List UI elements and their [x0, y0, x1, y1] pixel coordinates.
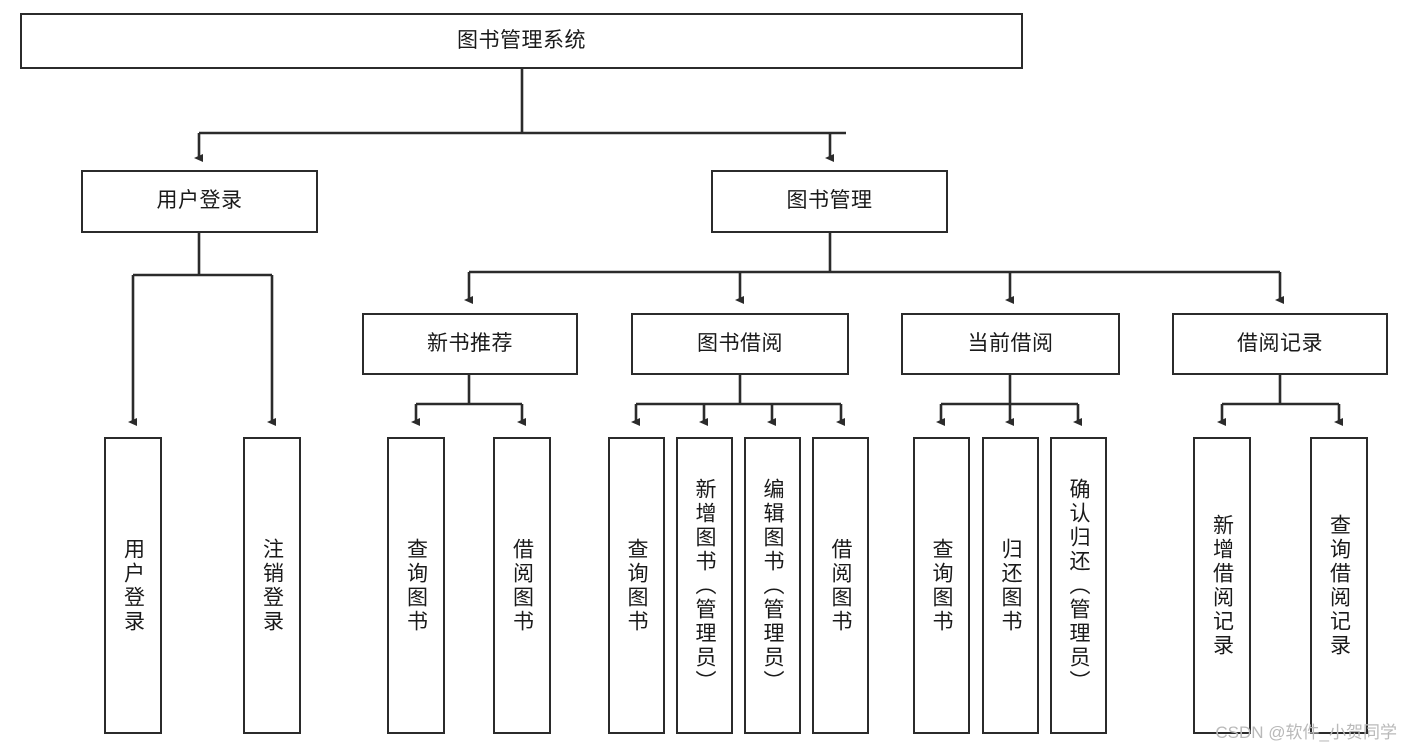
node-root-book-management-system[interactable]: 图书管理系统 [20, 13, 1023, 69]
node-label: 借阅图书 [829, 537, 852, 634]
node-book-management[interactable]: 图书管理 [711, 170, 948, 233]
leaf-edit-book-admin[interactable]: 编辑图书（管理员） [744, 437, 801, 734]
node-borrow-record[interactable]: 借阅记录 [1172, 313, 1388, 375]
leaf-add-book-admin[interactable]: 新增图书（管理员） [676, 437, 733, 734]
leaf-confirm-return-admin[interactable]: 确认归还（管理员） [1050, 437, 1107, 734]
leaf-query-book-borrow[interactable]: 查询图书 [608, 437, 665, 734]
leaf-borrow-book[interactable]: 借阅图书 [812, 437, 869, 734]
leaf-borrow-book-recommend[interactable]: 借阅图书 [493, 437, 551, 734]
node-label: 图书管理系统 [457, 28, 586, 52]
leaf-logout[interactable]: 注销登录 [243, 437, 301, 734]
leaf-query-book-current[interactable]: 查询图书 [913, 437, 970, 734]
node-label: 图书借阅 [697, 331, 783, 355]
leaf-query-borrow-record[interactable]: 查询借阅记录 [1310, 437, 1368, 734]
node-label: 查询图书 [404, 537, 428, 634]
node-label: 借阅记录 [1237, 331, 1323, 355]
node-label: 新书推荐 [427, 331, 513, 355]
node-user-login[interactable]: 用户登录 [81, 170, 318, 233]
node-label: 查询借阅记录 [1327, 513, 1351, 658]
leaf-return-book[interactable]: 归还图书 [982, 437, 1039, 734]
node-current-borrow[interactable]: 当前借阅 [901, 313, 1120, 375]
node-label: 查询图书 [930, 537, 953, 634]
node-label: 新增借阅记录 [1210, 513, 1234, 658]
node-label: 借阅图书 [510, 537, 534, 634]
node-label: 查询图书 [625, 537, 648, 634]
leaf-add-borrow-record[interactable]: 新增借阅记录 [1193, 437, 1251, 734]
leaf-user-login[interactable]: 用户登录 [104, 437, 162, 734]
node-label: 用户登录 [156, 189, 243, 213]
csdn-watermark: CSDN @软件_小贺同学 [1215, 723, 1397, 742]
node-label: 图书管理 [786, 189, 873, 213]
node-label: 归还图书 [999, 537, 1022, 634]
node-label: 编辑图书（管理员） [761, 477, 784, 694]
node-label: 注销登录 [260, 537, 284, 634]
node-new-book-recommend[interactable]: 新书推荐 [362, 313, 578, 375]
node-label: 当前借阅 [967, 331, 1054, 355]
leaf-query-book-recommend[interactable]: 查询图书 [387, 437, 445, 734]
node-label: 用户登录 [121, 537, 145, 634]
node-label: 新增图书（管理员） [693, 477, 716, 694]
node-label: 确认归还（管理员） [1067, 477, 1090, 694]
node-book-borrow[interactable]: 图书借阅 [631, 313, 849, 375]
